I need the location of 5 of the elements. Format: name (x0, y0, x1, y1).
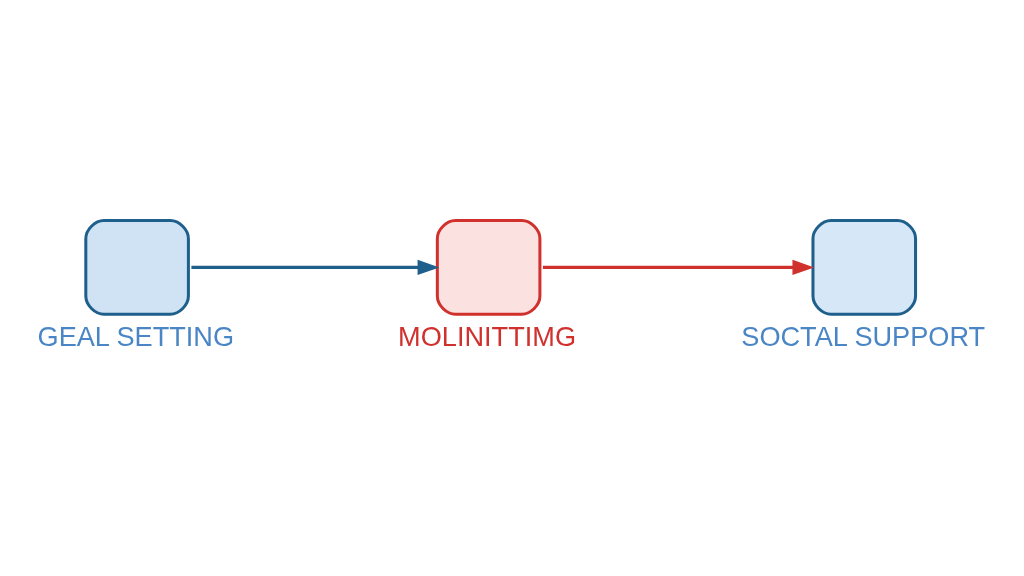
node-label: SOCTAL SUPPORT (741, 320, 986, 352)
arrow (191, 259, 440, 275)
node-label: GEAL SETTING (37, 320, 235, 352)
arrow (542, 259, 815, 275)
node-label: MOLINITTIMG (398, 320, 577, 352)
